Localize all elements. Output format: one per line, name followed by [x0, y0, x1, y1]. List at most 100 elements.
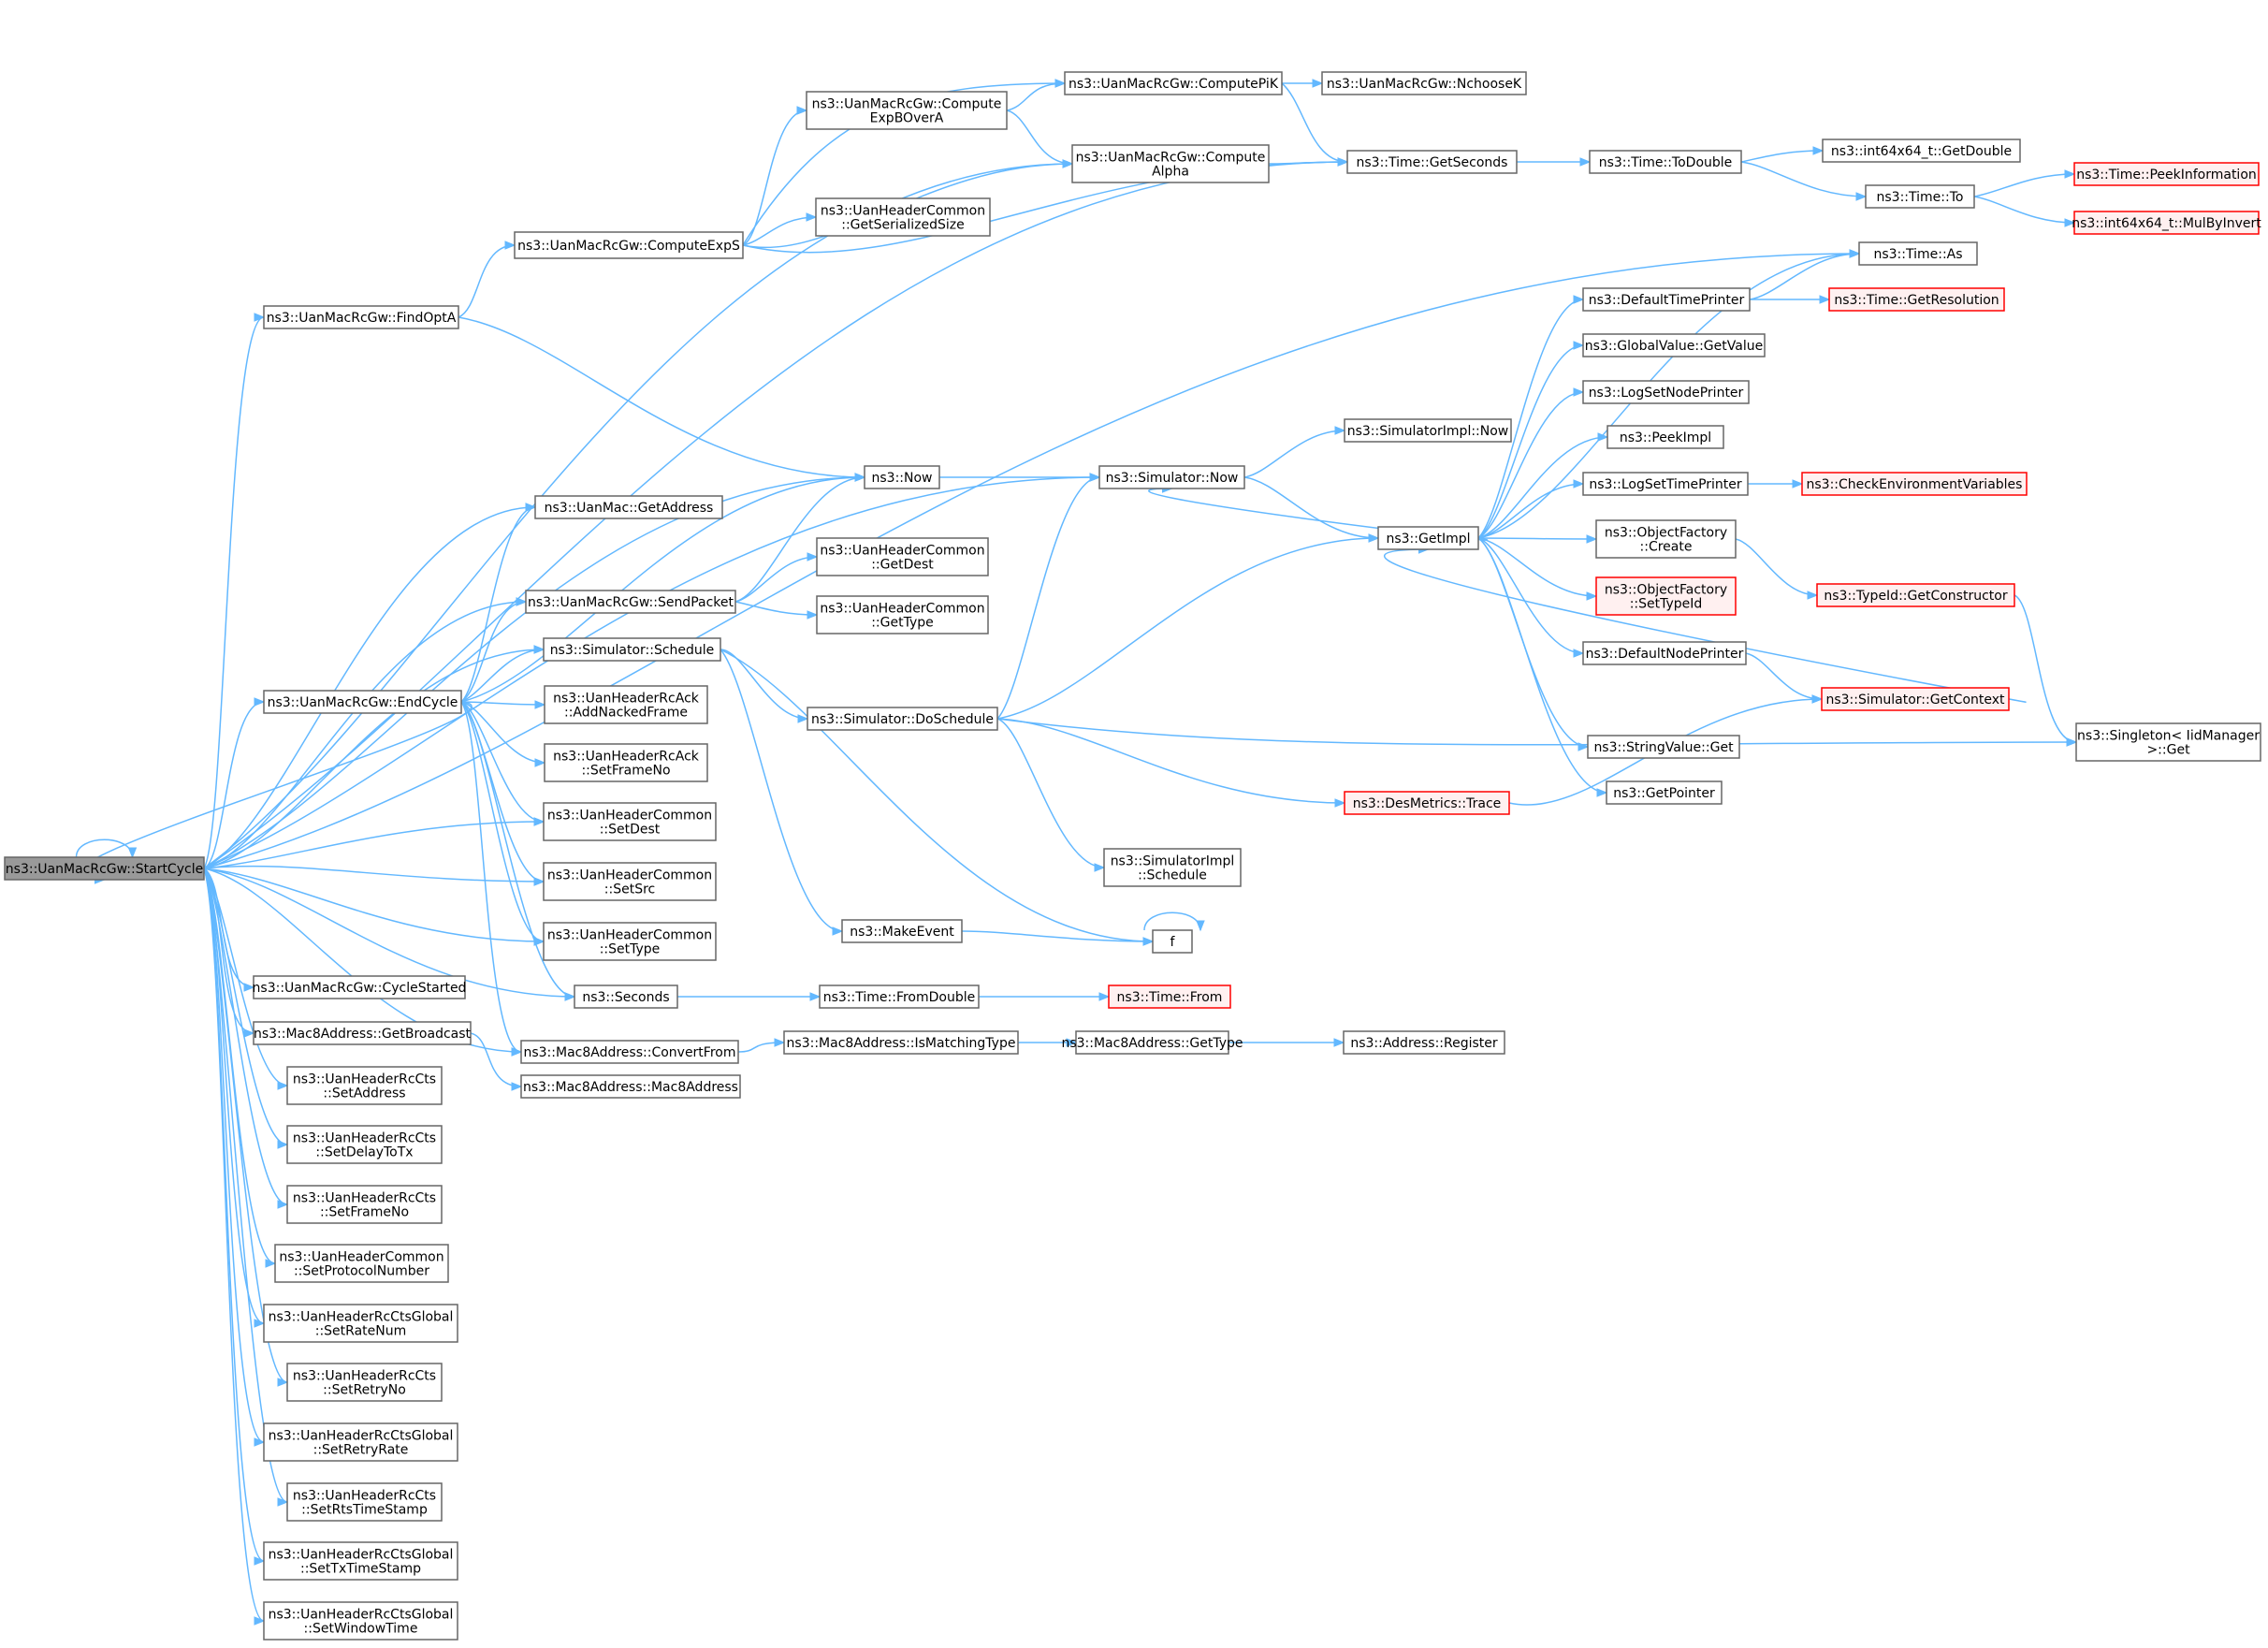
- function-node-box: [2073, 162, 2260, 186]
- function-node-ismatchingtype[interactable]: ns3::Mac8Address::IsMatchingType: [783, 1030, 1019, 1055]
- function-node-logsettimeprinter[interactable]: ns3::LogSetTimePrinter: [1582, 472, 1749, 496]
- function-node-uanmacgetaddress[interactable]: ns3::UanMac::GetAddress: [534, 495, 723, 519]
- call-edge-arrowhead: [832, 926, 844, 936]
- call-edge-startcycle-to-simnow: [203, 476, 1100, 869]
- function-node-box: [534, 495, 723, 519]
- function-node-now[interactable]: ns3::Now: [864, 465, 940, 489]
- function-node-gettype[interactable]: ns3::UanHeaderCommon::GetType: [816, 595, 989, 634]
- function-node-setprotocolnumber[interactable]: ns3::UanHeaderCommon::SetProtocolNumber: [274, 1244, 449, 1283]
- function-node-label: ::SetRateNum: [315, 1324, 407, 1339]
- call-edge-arrowhead: [243, 1028, 255, 1038]
- function-node-ctssetdelaytotx[interactable]: ns3::UanHeaderRcCts::SetDelayToTx: [286, 1125, 443, 1164]
- function-node-computeexps[interactable]: ns3::UanMacRcGw::ComputeExpS: [514, 231, 744, 259]
- function-node-label: ns3::Seconds: [582, 990, 669, 1005]
- call-edge-arrowhead: [1579, 157, 1592, 167]
- function-node-setretryno[interactable]: ns3::UanHeaderRcCts::SetRetryNo: [286, 1363, 443, 1402]
- function-node-label: ns3::UanHeaderRcCts: [293, 1131, 436, 1146]
- function-node-label: ns3::TypeId::GetConstructor: [1824, 589, 2007, 604]
- function-node-setdest[interactable]: ns3::UanHeaderCommon::SetDest: [543, 802, 717, 841]
- call-edge-getimpl-to-defaulttimeprinter: [1477, 299, 1584, 539]
- function-node-sendpacket[interactable]: ns3::UanMacRcGw::SendPacket: [525, 590, 736, 614]
- call-edge-arrowhead: [807, 610, 819, 620]
- function-node-getpointer[interactable]: ns3::GetPointer: [1606, 780, 1723, 805]
- function-node-settxtimestamp[interactable]: ns3::UanHeaderRcCtsGlobal::SetTxTimeStam…: [263, 1541, 458, 1581]
- function-node-label: ::SetFrameNo: [581, 764, 670, 779]
- function-node-box: [543, 802, 717, 841]
- function-node-label: ns3::UanHeaderRcCts: [293, 1191, 436, 1206]
- function-node-findopta[interactable]: ns3::UanMacRcGw::FindOptA: [263, 305, 459, 329]
- function-node-defaulttimeprinter[interactable]: ns3::DefaultTimePrinter: [1582, 287, 1751, 312]
- function-node-singletonget[interactable]: ns3::Singleton< IidManager >::Get: [2075, 722, 2261, 762]
- function-node-checkenv[interactable]: ns3::CheckEnvironmentVariables: [1801, 472, 2028, 496]
- function-node-timeas[interactable]: ns3::Time::As: [1858, 241, 1978, 266]
- function-node-doschedule[interactable]: ns3::Simulator::DoSchedule: [807, 707, 998, 731]
- function-node-simimplschedule[interactable]: ns3::SimulatorImpl::Schedule: [1103, 848, 1242, 887]
- call-edge-arrowhead: [511, 1082, 523, 1091]
- function-node-desmetrics[interactable]: ns3::DesMetrics::Trace: [1344, 791, 1510, 815]
- function-node-addnackedframe[interactable]: ns3::UanHeaderRcAck::AddNackedFrame: [544, 685, 708, 724]
- function-node-fromdouble[interactable]: ns3::Time::FromDouble: [819, 984, 980, 1009]
- call-edge-getimpl-to-logsettimeprinter: [1477, 483, 1584, 539]
- call-edge-arrowhead: [1849, 249, 1861, 258]
- function-node-getresolution[interactable]: ns3::Time::GetResolution: [1828, 287, 2005, 312]
- function-node-getseconds[interactable]: ns3::Time::GetSeconds: [1346, 150, 1518, 174]
- function-node-cyclestarted[interactable]: ns3::UanMacRcGw::CycleStarted: [253, 975, 467, 999]
- function-node-objfactorycreate[interactable]: ns3::ObjectFactory::Create: [1595, 519, 1737, 559]
- function-node-settype[interactable]: ns3::UanHeaderCommon::SetType: [543, 922, 717, 961]
- function-node-ctssetaddress[interactable]: ns3::UanHeaderRcCts::SetAddress: [286, 1066, 443, 1105]
- function-node-f[interactable]: f: [1152, 929, 1193, 954]
- call-edge-arrowhead: [1812, 146, 1825, 155]
- function-node-seconds[interactable]: ns3::Seconds: [574, 984, 678, 1009]
- function-node-setrtstimestamp[interactable]: ns3::UanHeaderRcCts::SetRtsTimeStamp: [286, 1482, 443, 1522]
- function-node-ctssetframeno[interactable]: ns3::UanHeaderRcCts::SetFrameNo: [286, 1185, 443, 1224]
- call-edge-getimpl-to-globalvalueget: [1477, 344, 1584, 539]
- function-node-mac8gettype[interactable]: ns3::Mac8Address::GetType: [1061, 1030, 1243, 1055]
- function-node-label: ns3::CheckEnvironmentVariables: [1807, 477, 2023, 492]
- function-node-setsrc[interactable]: ns3::UanHeaderCommon::SetSrc: [543, 862, 717, 901]
- function-node-simimplnow[interactable]: ns3::SimulatorImpl::Now: [1344, 418, 1512, 443]
- call-edge-arrowhead: [1586, 591, 1598, 601]
- function-node-timeto[interactable]: ns3::Time::To: [1865, 184, 1975, 209]
- function-node-logsetnodeprinter[interactable]: ns3::LogSetNodePrinter: [1582, 380, 1750, 404]
- function-node-setretryrate[interactable]: ns3::UanHeaderRcCtsGlobal::SetRetryRate: [263, 1422, 458, 1462]
- function-node-setratenum[interactable]: ns3::UanHeaderRcCtsGlobal::SetRateNum: [263, 1304, 458, 1343]
- function-node-nchoosek[interactable]: ns3::UanMacRcGw::NchooseK: [1321, 71, 1527, 95]
- function-node-defaultnodeprinter[interactable]: ns3::DefaultNodePrinter: [1582, 641, 1747, 665]
- function-node-getbroadcast[interactable]: ns3::Mac8Address::GetBroadcast: [253, 1021, 472, 1045]
- function-node-stringvalueget[interactable]: ns3::StringValue::Get: [1587, 735, 1740, 759]
- function-node-peekimpl[interactable]: ns3::PeekImpl: [1606, 425, 1724, 449]
- call-edge-arrowhead: [277, 1378, 289, 1387]
- function-node-mulbyinvert[interactable]: ns3::int64x64_t::MulByInvert: [2072, 211, 2261, 235]
- function-node-computepik[interactable]: ns3::UanMacRcGw::ComputePiK: [1064, 71, 1283, 95]
- function-node-timefrom[interactable]: ns3::Time::From: [1108, 984, 1231, 1009]
- function-node-getimpl[interactable]: ns3::GetImpl: [1377, 526, 1479, 550]
- function-node-int64getdouble[interactable]: ns3::int64x64_t::GetDouble: [1822, 139, 2021, 163]
- function-node-globalvalueget[interactable]: ns3::GlobalValue::GetValue: [1582, 333, 1766, 357]
- call-edge-arrowhead: [525, 503, 537, 512]
- function-node-label: ns3::UanHeaderRcCts: [293, 1072, 436, 1087]
- function-node-box: [1321, 71, 1527, 95]
- function-node-endcycle[interactable]: ns3::UanMacRcGw::EndCycle: [263, 690, 462, 714]
- function-node-objfactorysettypeid[interactable]: ns3::ObjectFactory::SetTypeId: [1595, 576, 1737, 616]
- function-node-todouble[interactable]: ns3::Time::ToDouble: [1589, 150, 1742, 174]
- function-node-label: ns3::DefaultNodePrinter: [1586, 647, 1744, 662]
- function-node-simnow[interactable]: ns3::Simulator::Now: [1098, 465, 1245, 489]
- function-node-label: ns3::Time::GetSeconds: [1357, 155, 1508, 170]
- function-node-label: ns3::UanMacRcGw::StartCycle: [6, 862, 203, 877]
- function-node-schedule[interactable]: ns3::Simulator::Schedule: [543, 637, 721, 662]
- function-node-getcontext[interactable]: ns3::Simulator::GetContext: [1821, 687, 2010, 711]
- function-node-addressregister[interactable]: ns3::Address::Register: [1343, 1030, 1505, 1055]
- function-node-label: ::SetRtsTimeStamp: [301, 1503, 428, 1518]
- function-node-makeevent[interactable]: ns3::MakeEvent: [841, 919, 963, 943]
- function-node-getdest[interactable]: ns3::UanHeaderCommon::GetDest: [816, 537, 989, 576]
- function-node-getconstructor[interactable]: ns3::TypeId::GetConstructor: [1816, 583, 2015, 607]
- function-node-ackframeno[interactable]: ns3::UanHeaderRcAck::SetFrameNo: [544, 743, 708, 782]
- function-node-peekinfo[interactable]: ns3::Time::PeekInformation: [2073, 162, 2260, 186]
- function-node-getserializedsize[interactable]: ns3::UanHeaderCommon::GetSerializedSize: [815, 197, 991, 237]
- function-node-startcycle[interactable]: ns3::UanMacRcGw::StartCycle: [4, 856, 205, 881]
- function-node-setwindowtime[interactable]: ns3::UanHeaderRcCtsGlobal::SetWindowTime: [263, 1601, 458, 1641]
- function-node-mac8ctor[interactable]: ns3::Mac8Address::Mac8Address: [520, 1074, 741, 1099]
- function-node-convertfrom[interactable]: ns3::Mac8Address::ConvertFrom: [520, 1040, 739, 1064]
